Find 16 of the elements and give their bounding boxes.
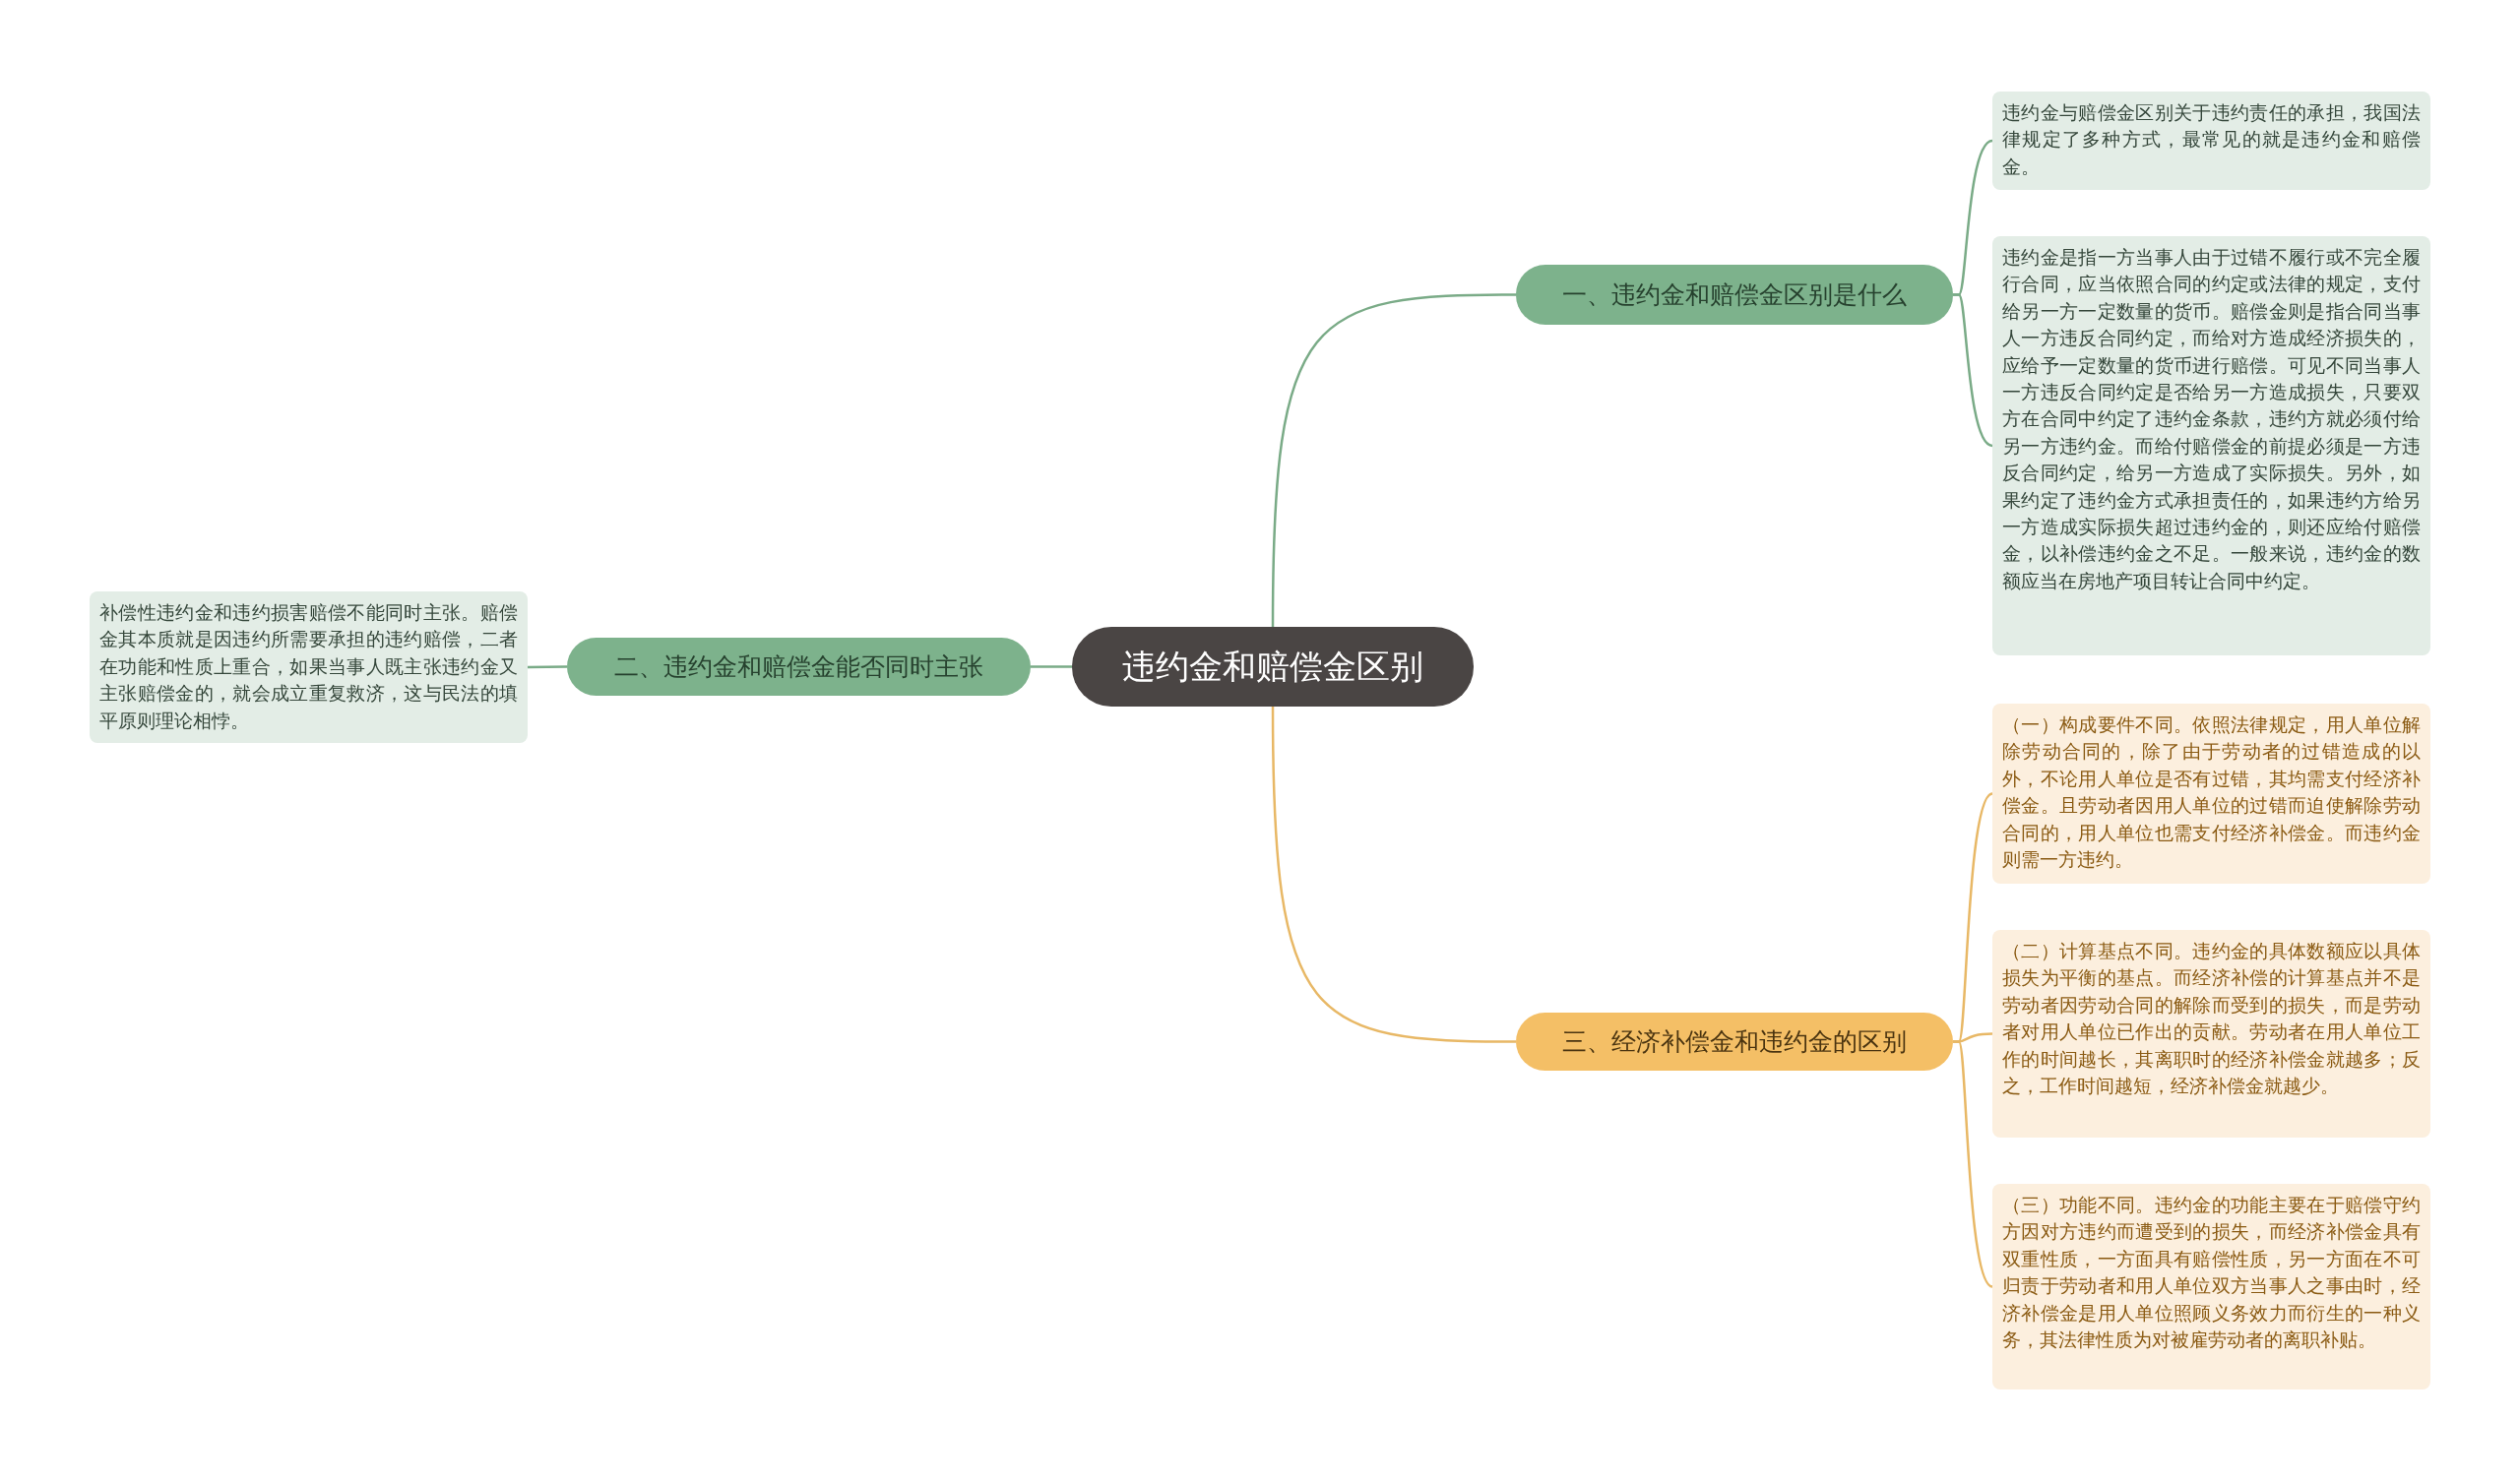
note-box: 违约金是指一方当事人由于过错不履行或不完全履行合同，应当依照合同的约定或法律的规定，支付给另一方一定数量的货币。赔偿金则是指合同当事人一方违反合同约定，而给对方造成经济损失的，应给予一定数量的货币进行赔偿。可见不同当事人一方违反合同约定是否给另一方造成损失，只要双方在合同中约定了违约金条款，违约方就必须付给另一方违约金。而给付赔偿金的前提必须是一方违反合同约定，给另一方造成了实际损失。另外，如果约定了违约金方式承担责任的，如果违约方给另一方造成实际损失超过违约金的，则还应给付赔偿金，以补偿违约金之不足。一般来说，违约金的数额应当在房地产项目转让合同中约定。	[1992, 236, 2430, 655]
connector-line	[1031, 665, 1072, 668]
connector-line	[1271, 707, 1516, 1043]
connector-line	[1271, 293, 1516, 627]
topic-box: 一、违约金和赔偿金区别是什么	[1516, 265, 1953, 325]
root-topic-box: 违约金和赔偿金区别	[1072, 627, 1474, 707]
note-box: 违约金与赔偿金区别关于违约责任的承担，我国法律规定了多种方式，最常见的就是违约金和赔偿金。	[1992, 92, 2430, 190]
connector-line	[1953, 1040, 1993, 1288]
note-box: （一）构成要件不同。依照法律规定，用人单位解除劳动合同的，除了由于劳动者的过错造成的以外，不论用人单位是否有过错，其均需支付经济补偿金。且劳动者因用人单位的过错而迫使解除劳动合同的，用人单位也需支付经济补偿金。而违约金则需一方违约。	[1992, 704, 2430, 884]
topic-box: 三、经济补偿金和违约金的区别	[1516, 1013, 1953, 1071]
note-box: （二）计算基点不同。违约金的具体数额应以具体损失为平衡的基点。而经济补偿的计算基点并不是劳动者因劳动合同的解除而受到的损失，而是劳动者对用人单位已作出的贡献。劳动者在用人单位工作的时间越长，其离职时的经济补偿金就越多；反之，工作时间越短，经济补偿金就越少。	[1992, 930, 2430, 1138]
topic-box: 二、违约金和赔偿金能否同时主张	[567, 638, 1031, 696]
connector-line	[1953, 293, 1993, 448]
connector-line	[528, 665, 567, 669]
note-box: （三）功能不同。违约金的功能主要在于赔偿守约方因对方违约而遭受到的损失，而经济补偿金具有双重性质，一方面具有赔偿性质，另一方面在不可归责于劳动者和用人单位双方当事人之事由时，经济补偿金是用人单位照顾义务效力而衍生的一种义务，其法律性质为对被雇劳动者的离职补贴。	[1992, 1184, 2430, 1389]
note-box: 补偿性违约金和违约损害赔偿不能同时主张。赔偿金其本质就是因违约所需要承担的违约赔偿，二者在功能和性质上重合，如果当事人既主张违约金又主张赔偿金的，就会成立重复救济，这与民法的填平原则理论相悖。	[90, 591, 528, 743]
